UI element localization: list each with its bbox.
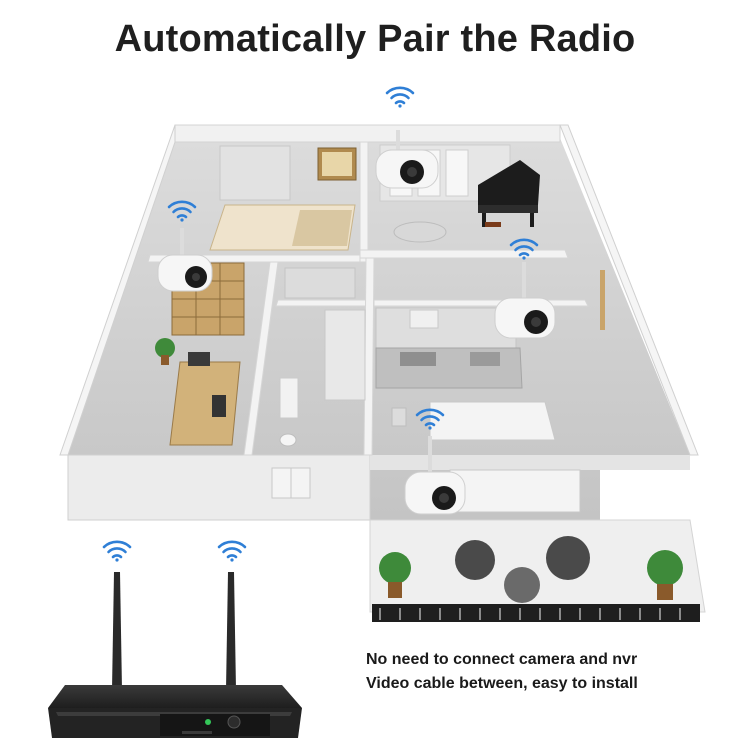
camera-icon xyxy=(157,228,213,292)
caption: No need to connect camera and nvr Video … xyxy=(366,648,736,696)
terrace xyxy=(369,519,706,622)
antenna-icon xyxy=(112,572,236,690)
bedroom xyxy=(209,145,357,251)
kitchen xyxy=(375,307,523,389)
wifi-icon xyxy=(415,408,445,430)
wifi-icon xyxy=(102,540,132,562)
dining-room xyxy=(391,270,605,441)
piano-icon xyxy=(478,160,540,227)
piano-room xyxy=(379,144,540,243)
wifi-icon xyxy=(167,200,197,222)
front-windows xyxy=(271,467,581,513)
caption-line-1: No need to connect camera and nvr xyxy=(366,651,638,668)
plant-icon xyxy=(379,550,683,600)
camera-icon xyxy=(494,262,556,339)
wifi-icon xyxy=(385,86,415,108)
page-title: Automatically Pair the Radio xyxy=(114,18,636,60)
study-room xyxy=(155,262,245,446)
camera-icon xyxy=(404,436,466,515)
nvr-recorder-icon xyxy=(48,572,302,738)
camera-icon xyxy=(375,130,439,189)
wifi-icon xyxy=(509,238,539,260)
caption-line-2: Video cable between, easy to install xyxy=(366,675,638,692)
interior-walls xyxy=(147,141,589,456)
bathroom xyxy=(279,267,366,447)
wifi-icon xyxy=(217,540,247,562)
plant-icon xyxy=(155,338,175,365)
